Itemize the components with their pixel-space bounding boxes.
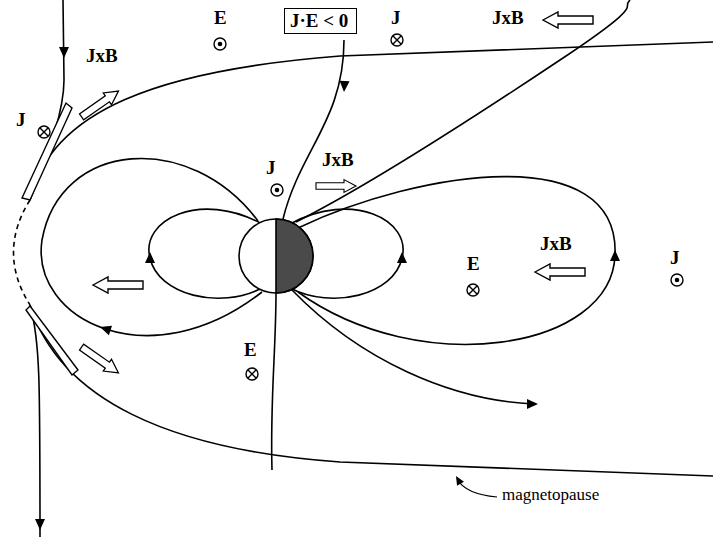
vector-label: E: [244, 340, 257, 359]
earth: [239, 219, 313, 293]
arrowhead: [98, 322, 112, 335]
force-arrow: [535, 264, 585, 280]
into-page-symbol: [38, 126, 50, 138]
vector-label: JxB: [86, 46, 118, 65]
vector-label: JxB: [492, 8, 524, 27]
vector-label: E: [467, 254, 480, 273]
force-arrow: [316, 180, 356, 193]
out-of-page-symbol: [671, 274, 683, 286]
force-arrow: [543, 12, 593, 28]
vector-label: J: [266, 158, 276, 177]
arrowhead: [59, 47, 69, 58]
arrowhead: [453, 474, 464, 486]
vector-label: J: [391, 8, 401, 27]
vector-label: J: [670, 248, 680, 267]
field-line: [283, 40, 344, 219]
current-sheet: [22, 103, 72, 200]
force-arrow: [77, 85, 122, 123]
field-line: [272, 293, 276, 470]
into-page-symbol: [467, 284, 479, 296]
vector-label: JxB: [540, 234, 572, 253]
field-line: [30, 305, 40, 537]
arrowhead: [610, 250, 620, 261]
vector-label: J: [16, 110, 26, 129]
field-line: [41, 158, 262, 335]
arrowhead: [145, 252, 155, 263]
boxed-label: J·E < 0: [284, 8, 357, 34]
into-page-symbol: [391, 34, 403, 46]
vector-label: E: [214, 8, 227, 27]
field-line: [298, 177, 615, 345]
magnetopause-line: [30, 305, 713, 476]
box-text: J·E < 0: [290, 11, 351, 30]
magnetopause-line: [30, 42, 713, 200]
current-sheet: [26, 306, 78, 375]
vector-label: JxB: [322, 150, 354, 169]
field-line: [292, 290, 533, 404]
earth-night-side: [276, 219, 313, 293]
arrowhead: [339, 81, 350, 93]
out-of-page-symbol: [271, 184, 283, 196]
into-page-symbol: [246, 368, 258, 380]
arrowhead: [35, 519, 45, 530]
arrowhead: [397, 252, 407, 263]
magnetopause-nose: [14, 200, 31, 305]
arrowhead: [527, 399, 538, 409]
out-of-page-symbol: [214, 38, 226, 50]
region-label: magnetopause: [502, 486, 599, 503]
force-arrow: [77, 341, 122, 379]
force-arrow: [93, 277, 143, 293]
